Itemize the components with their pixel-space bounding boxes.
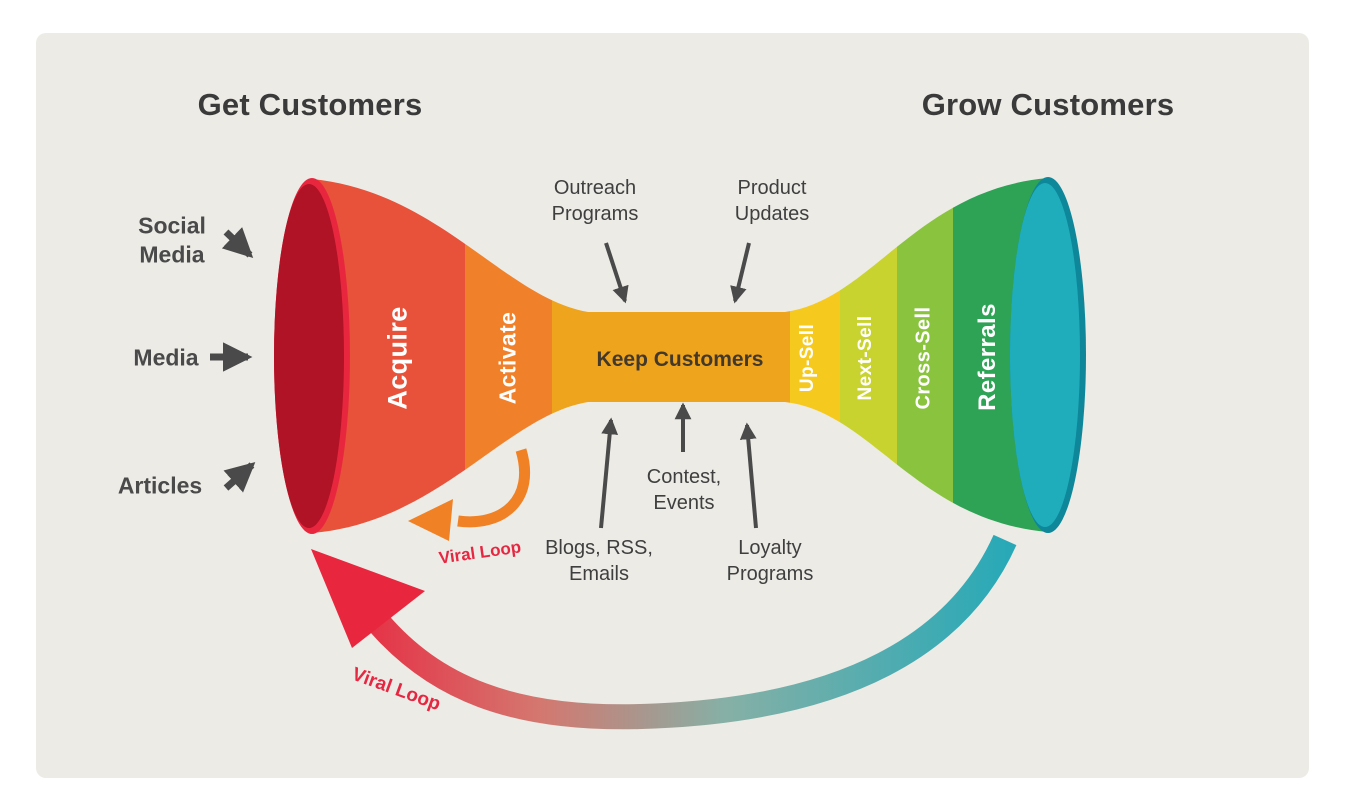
callout-contest-line1: Contest, [646,466,722,488]
input-label-social-media: Social Media [138,211,206,269]
callout-outreach-programs: Outreach Programs [552,175,639,227]
arrow-blogs-rss-emails [599,417,619,529]
panel-background [36,33,1309,778]
stage-label-upsell: Up-Sell [797,323,818,393]
input-label-articles: Articles [117,472,203,499]
stage-label-acquire: Acquire [382,306,413,410]
arrow-articles [223,462,256,493]
arrow-social-media [221,227,254,259]
callout-product-line1: Product [737,177,807,199]
callout-blogs-line1: Blogs, RSS, [545,537,653,559]
callout-outreach-line2: Programs [551,203,639,225]
callout-product-line2: Updates [734,203,810,225]
left-funnel-cap [274,184,344,528]
stage-label-crosssell: Cross-Sell [912,306,935,410]
stage-label-nextsell: Next-Sell [855,315,876,401]
input-label-media: Media [133,344,199,371]
callout-blogs-line2: Emails [568,563,630,585]
arrow-product-updates [730,242,751,304]
arrow-loyalty-programs [739,422,758,529]
callout-outreach-line1: Outreach [553,177,637,199]
stage-label-keep-customers: Keep Customers [596,348,764,371]
viral-loop-large-arrow [368,534,1017,730]
callout-product-updates: Product Updates [735,175,810,227]
callout-loyalty-line1: Loyalty [738,537,802,559]
callout-loyalty-programs: Loyalty Programs [727,535,814,587]
stage-label-referrals: Referrals [974,303,1001,411]
title-grow-customers: Grow Customers [921,87,1175,122]
title-get-customers: Get Customers [197,87,423,122]
arrow-outreach-programs [604,242,629,304]
input-label-social-media-line1: Social [138,212,206,239]
callout-blogs-rss-emails: Blogs, RSS, Emails [545,535,653,587]
callout-contest-events: Contest, Events [647,464,721,516]
viral-loop-small-arrow [457,448,531,528]
callout-loyalty-line2: Programs [726,563,814,585]
callout-contest-line2: Events [653,492,715,514]
stage-label-activate: Activate [494,311,521,405]
viral-loop-large-arrowhead-icon [311,549,425,648]
input-label-social-media-line2: Media [139,241,205,267]
right-funnel-cap [1010,183,1080,527]
viral-loop-small-arrowhead-icon [408,499,453,541]
